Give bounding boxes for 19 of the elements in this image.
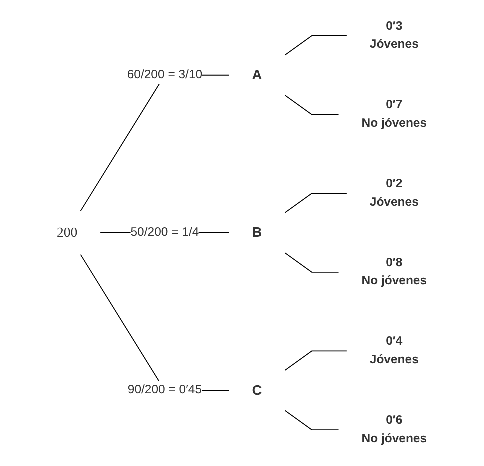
connector: [284, 252, 340, 273]
edge-label: 50/200 = 1/4: [130, 226, 200, 240]
node-text: 200: [56, 224, 78, 240]
node-text: 0′8 No jóvenes: [362, 256, 428, 288]
node-text: 0′6 No jóvenes: [362, 414, 428, 446]
connector: [284, 350, 348, 371]
node-text: 0′2 Jóvenes: [370, 178, 419, 209]
connector: [284, 193, 348, 214]
node-text: 0′7 No jóvenes: [362, 98, 428, 130]
node-text: B: [252, 224, 262, 240]
connector: [284, 410, 340, 430]
connector: [284, 95, 340, 116]
node-text: A: [252, 67, 262, 83]
node-text: 0′4 Jóvenes: [370, 335, 419, 367]
edge-label: 90/200 = 0′45: [128, 384, 202, 397]
connector: [284, 36, 348, 56]
edge-label: 60/200 = 3/10: [127, 68, 203, 82]
node-text: C: [252, 382, 262, 398]
node-text: 0′3 Jóvenes: [370, 20, 419, 52]
